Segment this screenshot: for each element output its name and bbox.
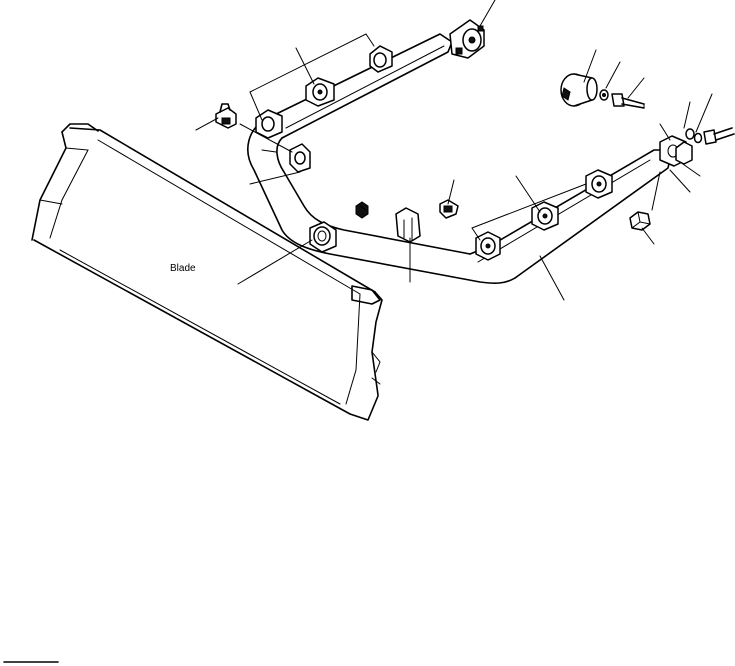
bracket-front-1 [475, 231, 501, 261]
bolt-1 [611, 93, 645, 109]
leader-lines [195, 0, 713, 301]
blade-label: Blade [170, 263, 196, 274]
bracket-left-side [289, 143, 311, 173]
bracket-rear-1 [369, 45, 393, 73]
pivot-cap-rear [449, 19, 485, 59]
blade: Blade [31, 123, 383, 421]
flanged-cap [560, 73, 598, 107]
nut-center [355, 201, 369, 219]
bracket-front-2 [531, 201, 559, 231]
washer-3 [693, 132, 703, 144]
u-frame [247, 33, 673, 284]
grease-fitting-center [439, 199, 459, 219]
washer-2 [685, 128, 695, 140]
pivot-front-left [309, 221, 337, 253]
bolt-2 [703, 127, 735, 145]
bracket-front-3 [585, 169, 613, 199]
bracket-rear-2 [305, 77, 335, 107]
front-end-cap [659, 135, 693, 167]
grease-fitting-left [215, 103, 237, 129]
center-lug [395, 207, 421, 243]
bracket-rear-3 [255, 109, 283, 139]
frame-mounts [255, 19, 693, 261]
washer-1 [599, 89, 609, 101]
loose-hardware [215, 73, 735, 231]
hex-nut [629, 211, 651, 231]
